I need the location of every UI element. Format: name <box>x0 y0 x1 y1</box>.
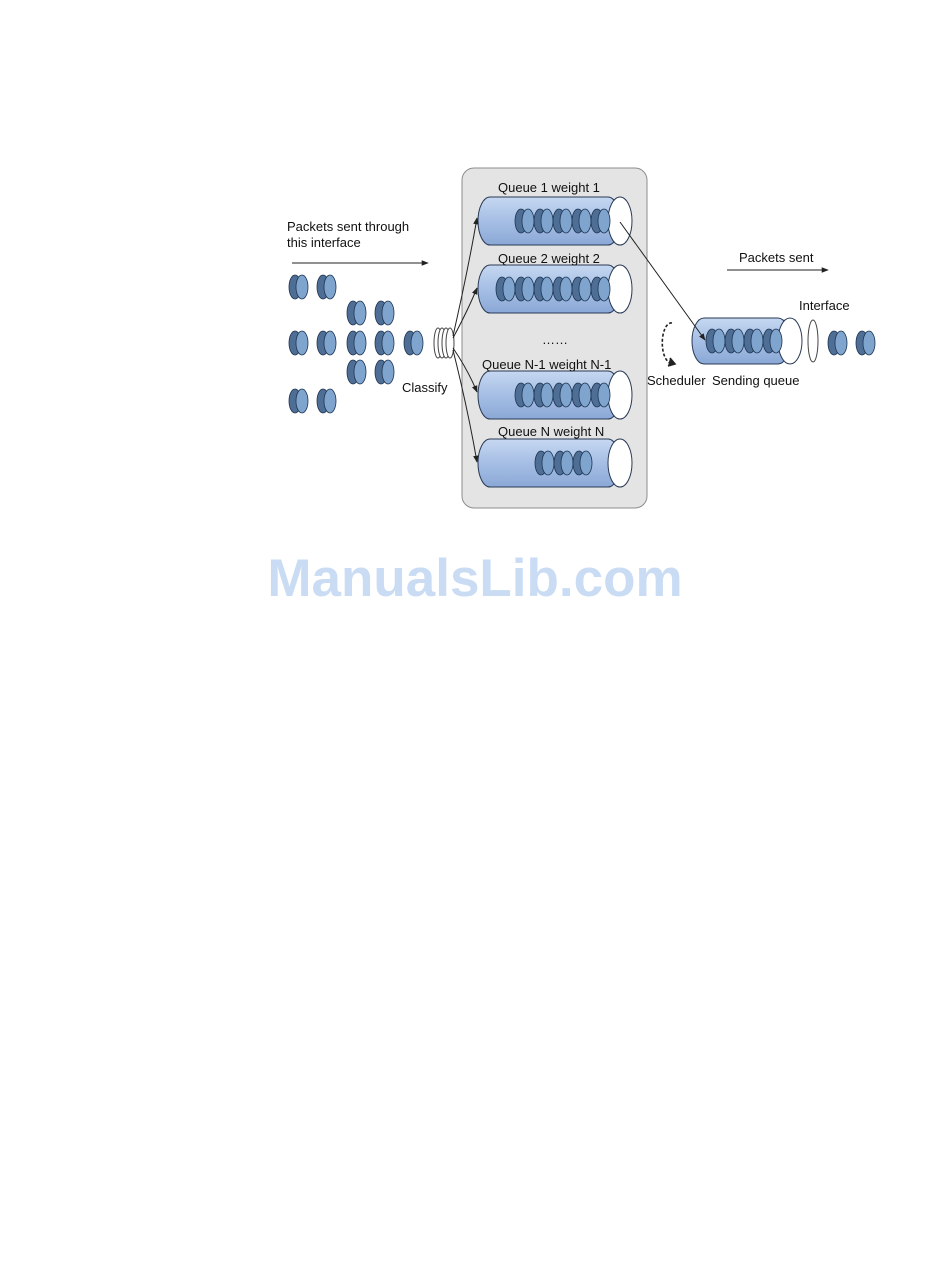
queue-n-label: Queue N weight N <box>498 424 604 439</box>
classifier-funnel <box>434 328 454 358</box>
incoming-packet <box>375 331 394 355</box>
queue-1-packet <box>572 209 591 233</box>
queue-2-packet <box>553 277 572 301</box>
interface-label: Interface <box>799 298 850 313</box>
queue-1-packet <box>553 209 572 233</box>
queue-n-1-label: Queue N-1 weight N-1 <box>482 357 611 372</box>
incoming-packet <box>347 331 366 355</box>
incoming-packet <box>317 275 336 299</box>
sending-queue-packet <box>725 329 744 353</box>
packets-sent-label: Packets sent <box>739 250 814 265</box>
queue-2-label: Queue 2 weight 2 <box>498 251 600 266</box>
queue-n-1-packet <box>534 383 553 407</box>
sending-queue-packet <box>744 329 763 353</box>
queue-n-1-packet <box>553 383 572 407</box>
queue-2-packet <box>496 277 515 301</box>
queue-n-packet <box>535 451 554 475</box>
incoming-packet <box>289 331 308 355</box>
incoming-packet <box>404 331 423 355</box>
incoming-packet <box>347 360 366 384</box>
outgoing-packet <box>856 331 875 355</box>
sending-queue-packet <box>763 329 782 353</box>
sending-queue-packet <box>706 329 725 353</box>
incoming-packet <box>375 360 394 384</box>
interface-lens <box>808 320 818 362</box>
scheduler-label: Scheduler <box>647 373 706 388</box>
incoming-packet <box>317 389 336 413</box>
classify-label: Classify <box>402 380 448 395</box>
sending-queue-label: Sending queue <box>712 373 799 388</box>
queue-n-packet <box>573 451 592 475</box>
incoming-packet <box>289 275 308 299</box>
packets-in-label-line1: Packets sent through <box>287 219 409 234</box>
incoming-packet <box>289 389 308 413</box>
packets-in-label-line2: this interface <box>287 235 361 250</box>
queue-1-label: Queue 1 weight 1 <box>498 180 600 195</box>
outgoing-packets <box>828 331 875 355</box>
manualslib-watermark: ManualsLib.com <box>0 548 950 609</box>
incoming-packet <box>375 301 394 325</box>
queue-n-1-packet <box>572 383 591 407</box>
scheduler-rotate-icon <box>662 323 675 366</box>
queue-1-packet <box>534 209 553 233</box>
wfq-diagram: Packets sent through this interface Clas… <box>0 0 950 620</box>
queue-2-packet <box>572 277 591 301</box>
queue-1-packet <box>515 209 534 233</box>
queue-n-1-packet <box>591 383 610 407</box>
outgoing-packet <box>828 331 847 355</box>
queue-2-packet <box>515 277 534 301</box>
queue-n-1-packet <box>515 383 534 407</box>
incoming-packet <box>317 331 336 355</box>
queue-n-packet <box>554 451 573 475</box>
queue-2-packet <box>534 277 553 301</box>
queue-2-packet <box>591 277 610 301</box>
queue-ellipsis: …… <box>542 332 568 347</box>
incoming-packet <box>347 301 366 325</box>
queue-1-packet <box>591 209 610 233</box>
